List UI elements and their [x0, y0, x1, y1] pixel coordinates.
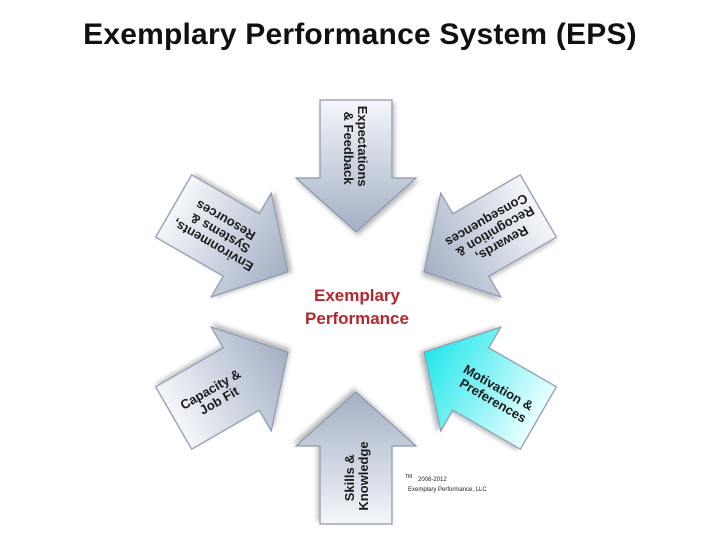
arrow-label-top: Expectations & Feedback: [341, 106, 370, 191]
arrow-shape-bottom: [294, 391, 418, 525]
arrow-expectations-feedback: Expectations & Feedback: [294, 99, 418, 233]
arrow-shape-lower-left: [154, 325, 289, 450]
arrow-environments-systems-resources: Environments, Systems & Resources: [154, 174, 289, 299]
arrow-shape-top: [294, 99, 418, 233]
arrow-motivation-preferences: Motivation & Preferences: [423, 325, 558, 450]
copyright-years: 2008-2012: [418, 477, 447, 483]
arrow-skills-knowledge: Skills & Knowledge: [294, 391, 418, 525]
arrow-shape-upper-right: [423, 174, 558, 299]
arrow-shape-lower-right: [423, 325, 558, 450]
arrow-label-top-line-2: & Feedback: [341, 112, 356, 186]
arrow-label-bottom: Skills & Knowledge: [342, 441, 371, 510]
copyright-owner: Exemplary Performance, LLC: [408, 487, 487, 493]
arrow-label-top-line-1: Expectations: [355, 106, 370, 187]
arrow-label-bottom-line-2: Knowledge: [356, 441, 371, 510]
arrow-rewards-recognition-consequences: Rewards, Recognition & Consequences: [423, 174, 558, 299]
center-label-line-2: Performance: [305, 309, 409, 328]
arrow-shape-upper-left: [154, 174, 289, 299]
arrow-label-bottom-line-1: Skills &: [342, 454, 357, 501]
arrow-capacity-job-fit: Capacity & Job Fit: [154, 325, 289, 450]
slide-title: Exemplary Performance System (EPS): [83, 18, 637, 51]
trademark-mark: TM: [405, 474, 412, 480]
center-label-line-1: Exemplary: [314, 286, 401, 305]
